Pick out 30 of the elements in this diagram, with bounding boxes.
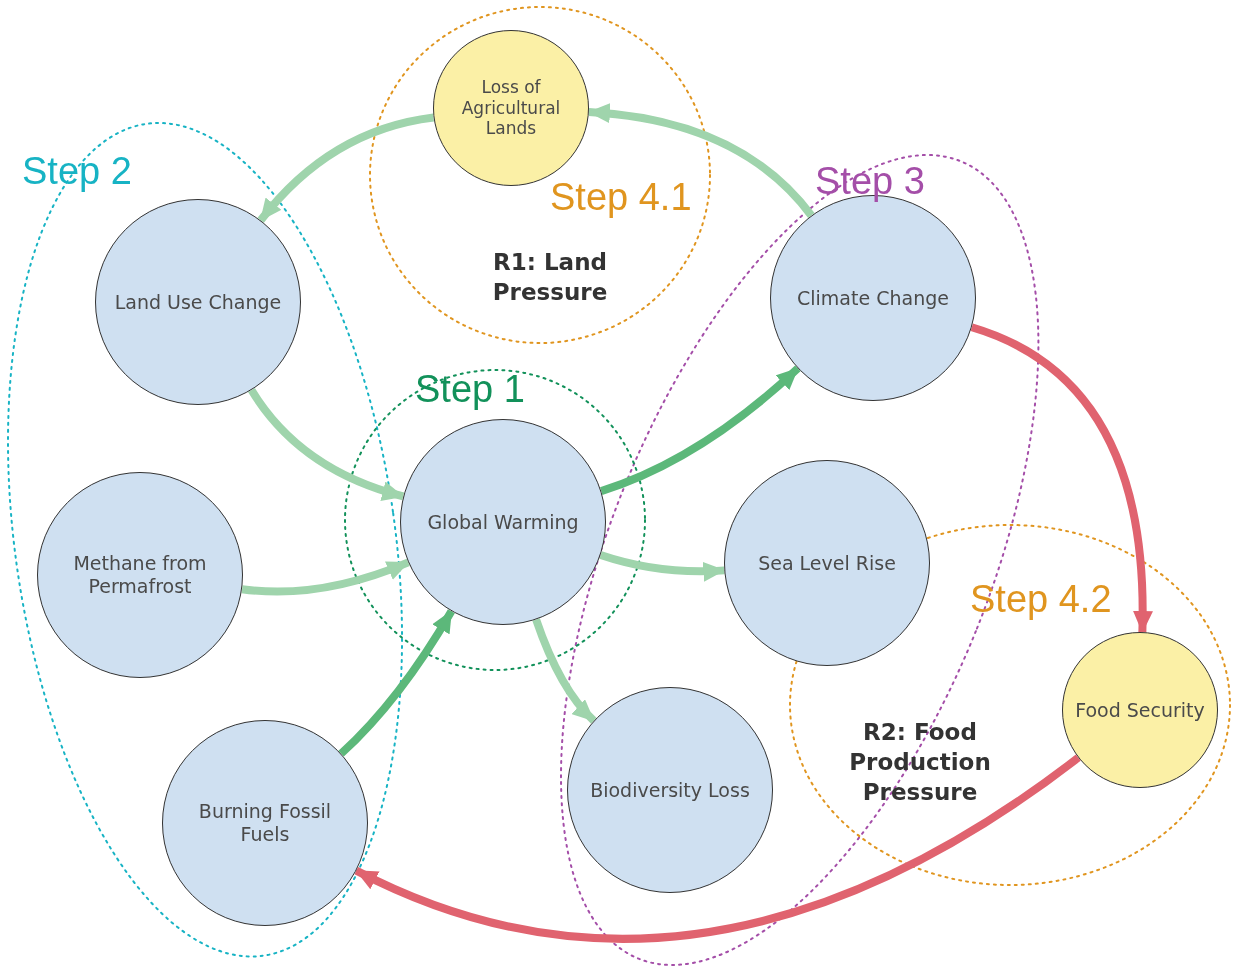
arrow <box>587 103 815 218</box>
arrow <box>599 551 726 582</box>
step-label: Step 4.2 <box>970 578 1112 621</box>
step-label: Step 3 <box>815 160 925 203</box>
dotted-loop-region <box>345 370 645 670</box>
dotted-loop-region <box>7 123 402 957</box>
arrow <box>338 609 455 757</box>
step-label: Step 1 <box>415 368 525 411</box>
arrow <box>354 754 1081 943</box>
node-label: Methane from Permafrost <box>72 552 208 598</box>
node-label: Burning Fossil Fuels <box>197 800 333 846</box>
node-label: Land Use Change <box>114 290 282 314</box>
arrow <box>241 558 410 596</box>
node-label: Food Security <box>1075 698 1205 722</box>
arrow <box>248 387 405 501</box>
node-label: Biodiversity Loss <box>590 778 750 802</box>
node-label: Climate Change <box>797 286 949 310</box>
step-label: Step 2 <box>22 150 132 193</box>
arrow <box>599 365 801 495</box>
node-label: Loss of Agricultural Lands <box>460 77 562 139</box>
loop-label: R1: Land Pressure <box>491 248 609 307</box>
step-label: Step 4.1 <box>550 176 692 219</box>
node-label: Sea Level Rise <box>758 551 896 575</box>
loop-label: R2: Food Production Pressure <box>848 718 992 807</box>
dotted-loop-region <box>370 7 710 343</box>
arrow <box>257 113 435 223</box>
dotted-loop-region <box>790 525 1230 885</box>
arrow <box>970 323 1153 634</box>
node-label: Global Warming <box>427 510 579 534</box>
arrow <box>532 618 597 724</box>
